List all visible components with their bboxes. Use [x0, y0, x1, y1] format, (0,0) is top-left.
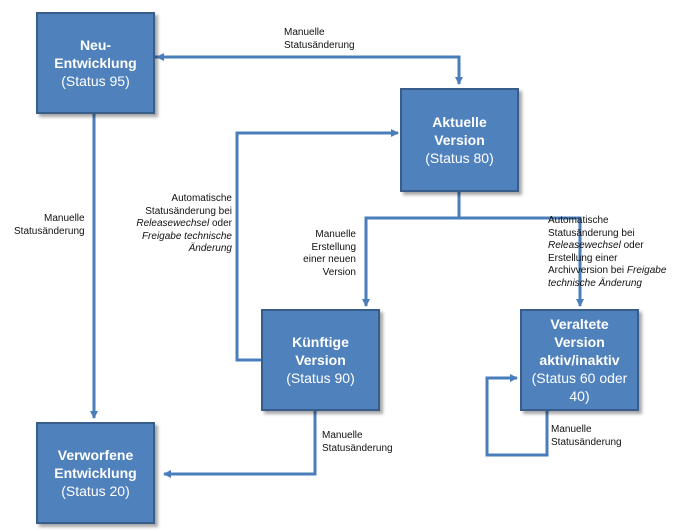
label-top-line1: Manuelle	[284, 27, 325, 38]
node-kuenftige-version: Künftige Version (Status 90)	[261, 309, 380, 411]
arrow-aktuell-split	[362, 192, 461, 307]
label-auto-right-line5: Archivversion bei Freigabe	[548, 265, 680, 278]
label-left-line1: Manuelle	[44, 213, 85, 224]
label-auto-right-line1: Automatische	[548, 215, 609, 226]
node-aktuelle-version: Aktuelle Version (Status 80)	[400, 88, 519, 192]
arrow-aktuell-veraltet	[459, 216, 584, 307]
label-auto-left-line3-italic: Releasewechsel	[136, 218, 210, 229]
label-bottom-mid-line1: Manuelle	[322, 430, 363, 441]
node-aktuell-status: (Status 80)	[425, 150, 494, 166]
label-erstellung-line4: Version	[322, 266, 356, 278]
label-auto-right-line3-italic: Releasewechsel	[548, 240, 621, 251]
node-veraltet-title2: Version	[554, 334, 605, 350]
label-bottom-mid: Manuelle Statusänderung	[322, 430, 393, 455]
label-loop: Manuelle Statusänderung	[551, 424, 622, 449]
node-kuenftig-status: (Status 90)	[286, 370, 355, 386]
label-auto-left-line2: Statusänderung bei	[145, 205, 232, 217]
label-auto-left-line1: Automatische	[171, 193, 232, 204]
node-veraltet-title3: aktiv/inaktiv	[539, 352, 620, 368]
arrow-kuenftig-aktuell	[235, 129, 399, 362]
node-kuenftig-title1: Künftige	[292, 334, 349, 350]
arrow-veraltet-loop	[485, 374, 549, 457]
label-auto-right-line3-rest: oder	[620, 240, 644, 251]
node-neu-title2: Entwicklung	[54, 55, 137, 71]
node-verworfen-status: (Status 20)	[61, 483, 130, 499]
label-auto-right-line4: Erstellung einer	[548, 252, 618, 264]
label-top: Manuelle Statusänderung	[284, 27, 355, 52]
label-auto-right-line5-pre: Archivversion bei	[548, 265, 627, 276]
label-auto-left-line3-rest: oder	[209, 218, 232, 229]
label-erstellung-line2: Erstellung	[311, 241, 356, 253]
label-erstellung: Manuelle Erstellung einer neuen Version	[290, 229, 356, 279]
label-auto-right-line3: Releasewechsel oder	[548, 240, 680, 253]
label-loop-line2: Statusänderung	[551, 436, 622, 448]
label-erstellung-line3: einer neuen	[303, 254, 356, 265]
node-neu-entwicklung: Neu- Entwicklung (Status 95)	[36, 12, 155, 114]
node-neu-title1: Neu-	[79, 37, 112, 53]
label-erstellung-line1: Manuelle	[315, 229, 356, 240]
label-bottom-mid-line2: Statusänderung	[322, 442, 393, 454]
label-auto-right-line2: Statusänderung bei	[548, 227, 635, 239]
label-auto-left-line3: Releasewechsel oder	[116, 218, 232, 231]
node-aktuell-title2: Version	[434, 132, 485, 148]
arrow-neu-aktuell	[155, 55, 463, 85]
label-auto-right: Automatische Statusänderung bei Releasew…	[548, 215, 680, 290]
node-kuenftig-title2: Version	[295, 352, 346, 368]
node-verworfene-entwicklung: Verworfene Entwicklung (Status 20)	[36, 422, 155, 524]
node-neu-status: (Status 95)	[61, 73, 130, 89]
node-verworfen-title1: Verworfene	[57, 447, 134, 463]
label-auto-right-line6: technische Änderung	[548, 277, 642, 289]
label-top-line2: Statusänderung	[284, 39, 355, 51]
label-auto-left: Automatische Statusänderung bei Releasew…	[116, 193, 232, 256]
label-auto-left-line4: Freigabe technische	[141, 230, 232, 242]
node-verworfen-title2: Entwicklung	[54, 465, 137, 481]
node-veraltet-status2: 40)	[569, 388, 590, 404]
label-left: Manuelle Statusänderung	[14, 213, 85, 238]
node-aktuell-title1: Aktuelle	[432, 114, 487, 130]
label-auto-right-line5-italic: Freigabe	[626, 265, 667, 276]
node-veraltete-version: Veraltete Version aktiv/inaktiv (Status …	[520, 309, 639, 411]
node-veraltet-title1: Veraltete	[550, 316, 609, 332]
label-left-line2: Statusänderung	[14, 225, 85, 237]
arrow-kuenftig-verworfen	[163, 411, 317, 478]
label-auto-left-line5: Änderung	[188, 243, 232, 254]
label-loop-line1: Manuelle	[551, 424, 592, 435]
node-veraltet-status1: (Status 60 oder	[531, 370, 628, 386]
